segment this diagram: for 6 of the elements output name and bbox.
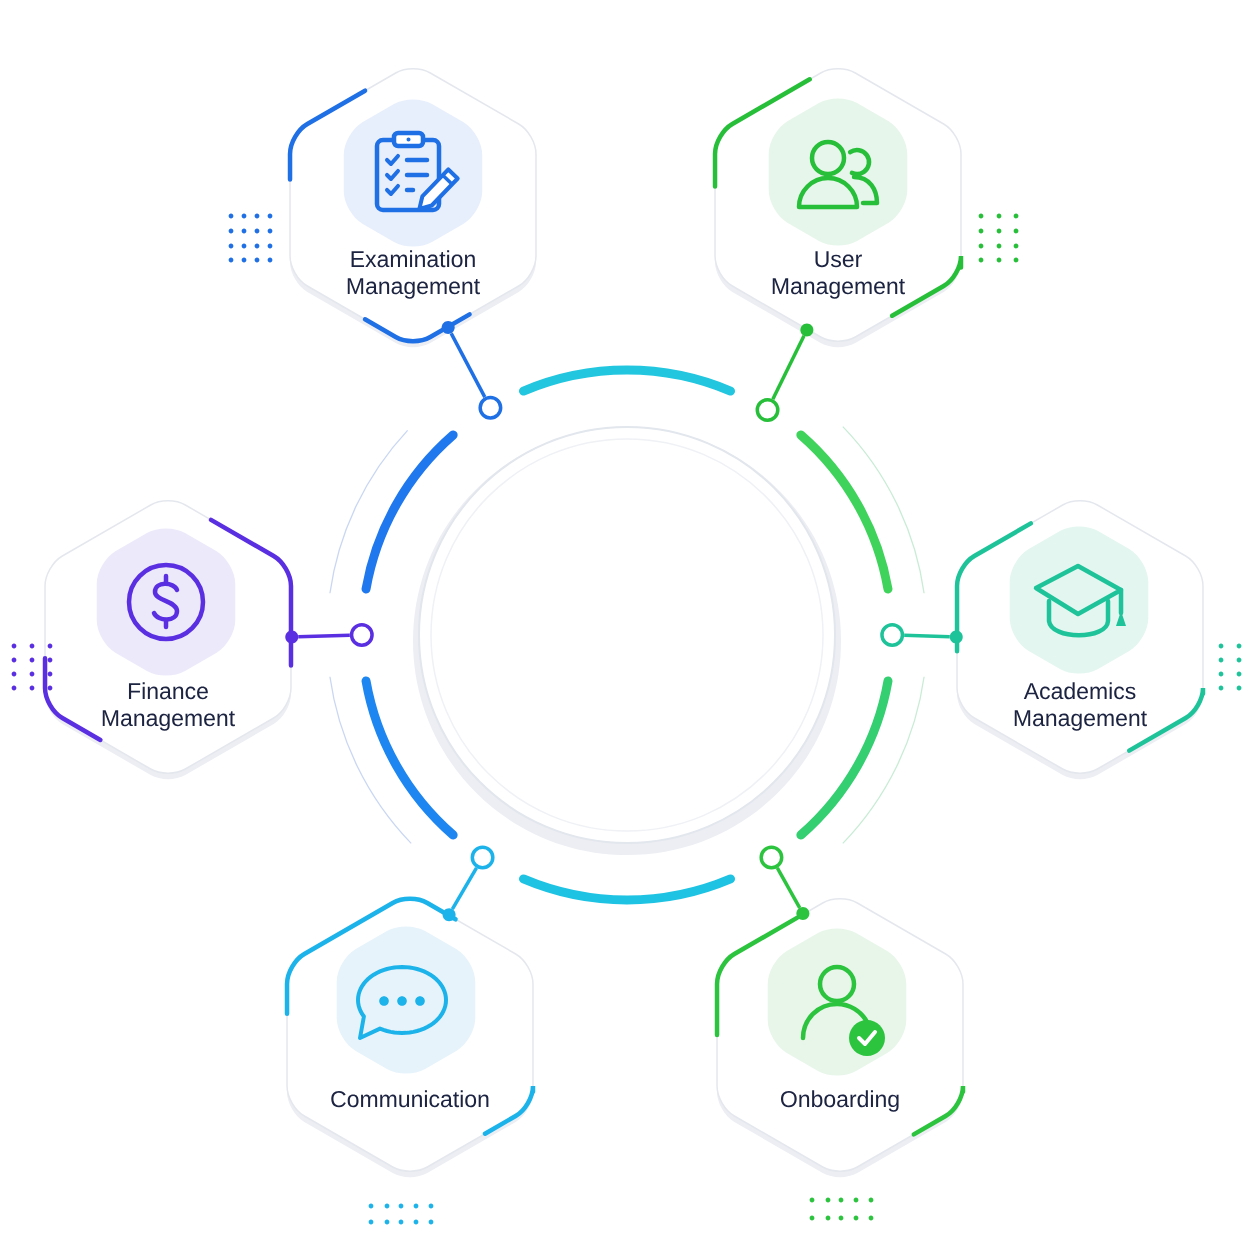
module-label: Communication xyxy=(331,1090,489,1108)
module-label: Examination Management xyxy=(347,250,480,299)
module-label: Finance Management xyxy=(102,682,235,731)
module-label: User Management xyxy=(772,251,905,299)
module-label: Onboarding xyxy=(781,1090,899,1112)
module-label: Academics Management xyxy=(1014,682,1147,731)
